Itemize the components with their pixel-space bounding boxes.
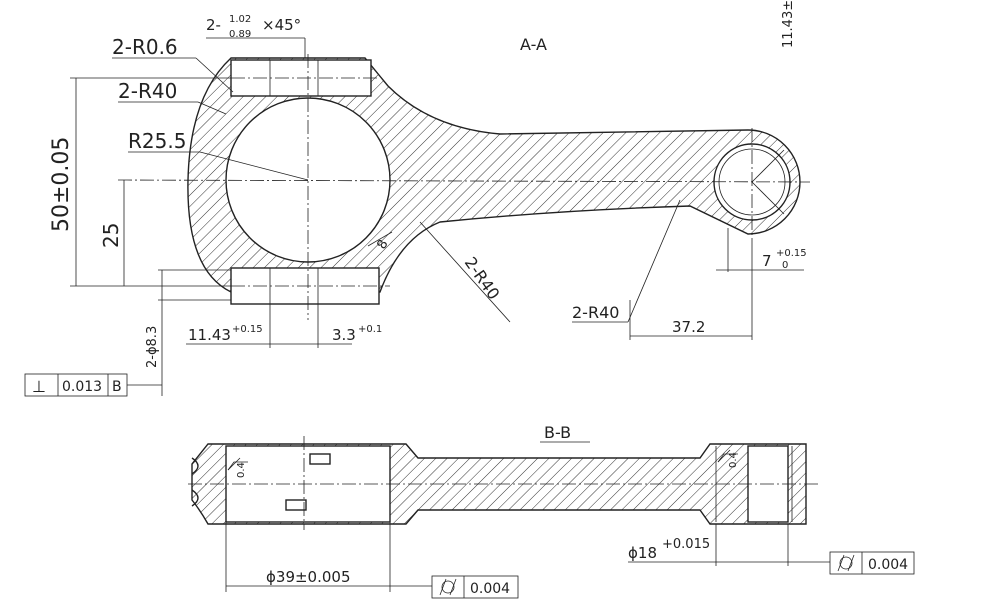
- roughness-right: 0.4: [717, 449, 739, 468]
- roughness-left: 0.4: [227, 457, 248, 478]
- perpendicularity-datum: B: [112, 379, 122, 395]
- svg-text:0.4: 0.4: [728, 452, 739, 468]
- chamfer-prefix: 2-: [206, 16, 221, 34]
- dim-372-label: 37.2: [672, 318, 705, 336]
- edge-1143-label: 11.43±: [781, 0, 796, 48]
- dim-18-tol: +0.015: [662, 537, 710, 552]
- perpendicularity-frame: ⊥ 0.013 B: [24, 373, 162, 397]
- dim-33-tol: +0.1: [358, 324, 382, 335]
- cylindricity-frame-right: 0.004: [829, 551, 915, 575]
- dim-18-base: ϕ18: [628, 544, 657, 562]
- cylindricity-icon: [837, 554, 855, 572]
- svg-text:0.4: 0.4: [236, 462, 247, 478]
- radius-r06-label: 2-R0.6: [112, 35, 178, 59]
- dim-25-label: 25: [99, 223, 123, 248]
- dim-50-label: 50±0.05: [49, 137, 74, 232]
- radius-r255-label: R25.5: [128, 129, 186, 153]
- dim-7-base: 7: [762, 252, 772, 270]
- dim-1143-base: 11.43: [188, 326, 231, 344]
- perpendicularity-icon: ⊥: [32, 377, 46, 396]
- dim-33-base: 3.3: [332, 326, 356, 344]
- cylindricity-left-value: 0.004: [470, 581, 510, 597]
- chamfer-angle: ×45°: [262, 16, 301, 34]
- cylindricity-icon: [439, 578, 457, 596]
- section-aa-view: A-A 2- 1.02 0.89 ×45° 2-R0.6 2-R40 R25.5…: [24, 0, 811, 397]
- cylindricity-frame-left: 0.004: [431, 575, 519, 599]
- section-aa-title: A-A: [520, 35, 547, 54]
- perpendicularity-value: 0.013: [62, 379, 102, 395]
- chamfer-lower: 0.89: [229, 29, 251, 40]
- dim-7-lower: 0: [782, 260, 788, 271]
- dim-1143-tol: +0.15: [232, 324, 263, 335]
- dim-39-label: ϕ39±0.005: [266, 568, 351, 586]
- section-bb-view: B-B 0.4 0.4 ϕ39±0.005: [188, 423, 915, 599]
- dim-phi83-label: 2-ϕ8.3: [145, 326, 160, 368]
- radius-r40-top-label: 2-R40: [118, 79, 177, 103]
- section-bb-title: B-B: [544, 423, 571, 442]
- chamfer-upper: 1.02: [229, 14, 251, 25]
- radius-r40-diag-label: 2-R40: [461, 253, 504, 303]
- cylindricity-right-value: 0.004: [868, 557, 908, 573]
- radius-r40-low-label: 2-R40: [572, 303, 619, 322]
- dim-7-upper: +0.15: [776, 248, 807, 259]
